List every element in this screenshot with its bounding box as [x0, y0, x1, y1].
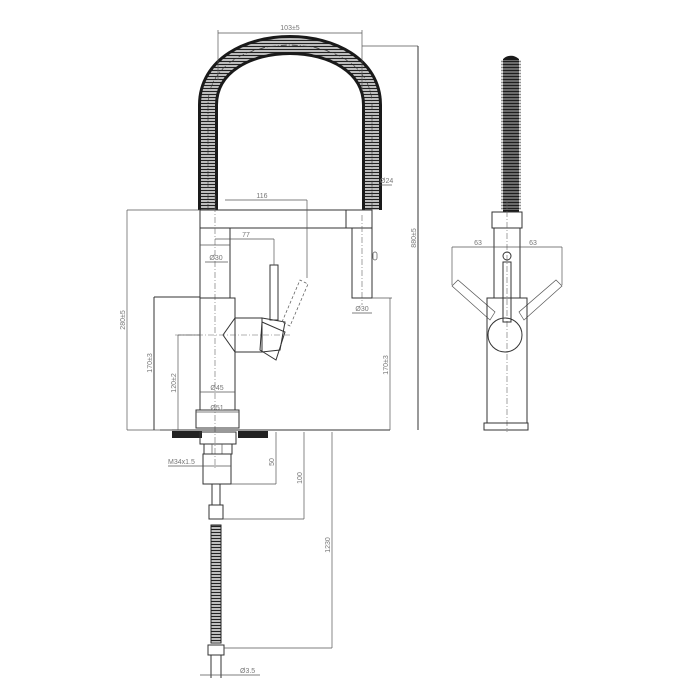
dim-spout-height: 280±5 [120, 310, 127, 330]
dim-spout-length: 116 [256, 193, 267, 200]
side-view: 63 63 [451, 55, 563, 432]
dim-handle-offset: 77 [242, 232, 250, 239]
threaded-shank [202, 453, 232, 485]
dim-thread: M34x1.5 [168, 459, 195, 466]
dim-body-height-left: 170±3 [147, 353, 154, 373]
side-handle-hub [487, 317, 523, 353]
faucet-body [199, 297, 236, 411]
spout-arm [199, 209, 373, 229]
dim-base-diameter: Ø51 [210, 405, 223, 412]
spring-hose [198, 35, 382, 210]
dim-handle-swing-left: 63 [474, 240, 482, 247]
dim-handle-height: 120±2 [171, 373, 178, 393]
dim-neck-diameter: Ø45 [210, 385, 223, 392]
supply-hose [210, 524, 222, 644]
dim-hose-diameter: Ø24 [380, 178, 393, 185]
dim-connector-diameter: Ø3.5 [240, 668, 255, 675]
front-view: 103±5 Ø24 116 77 Ø30 Ø30 Ø45 Ø51 M34x1.5… [120, 25, 419, 678]
side-body [486, 297, 528, 424]
dim-shank-length: 50 [269, 458, 276, 466]
dim-body-height-right: 170±3 [383, 355, 390, 375]
dim-supply-stub-length: 100 [297, 472, 304, 484]
dim-spout-reach-top: 103±5 [280, 25, 300, 32]
handle-lever [269, 264, 279, 321]
side-base [483, 422, 529, 431]
dim-hose-length: 1230 [325, 537, 332, 553]
dim-overall-height: 880±5 [411, 228, 418, 248]
handle-hub [222, 317, 263, 353]
dim-handle-swing-right: 63 [529, 240, 537, 247]
base-flange [195, 409, 240, 429]
dim-body-diameter: Ø30 [209, 255, 222, 262]
dim-sprayhead-diameter: Ø30 [355, 306, 368, 313]
